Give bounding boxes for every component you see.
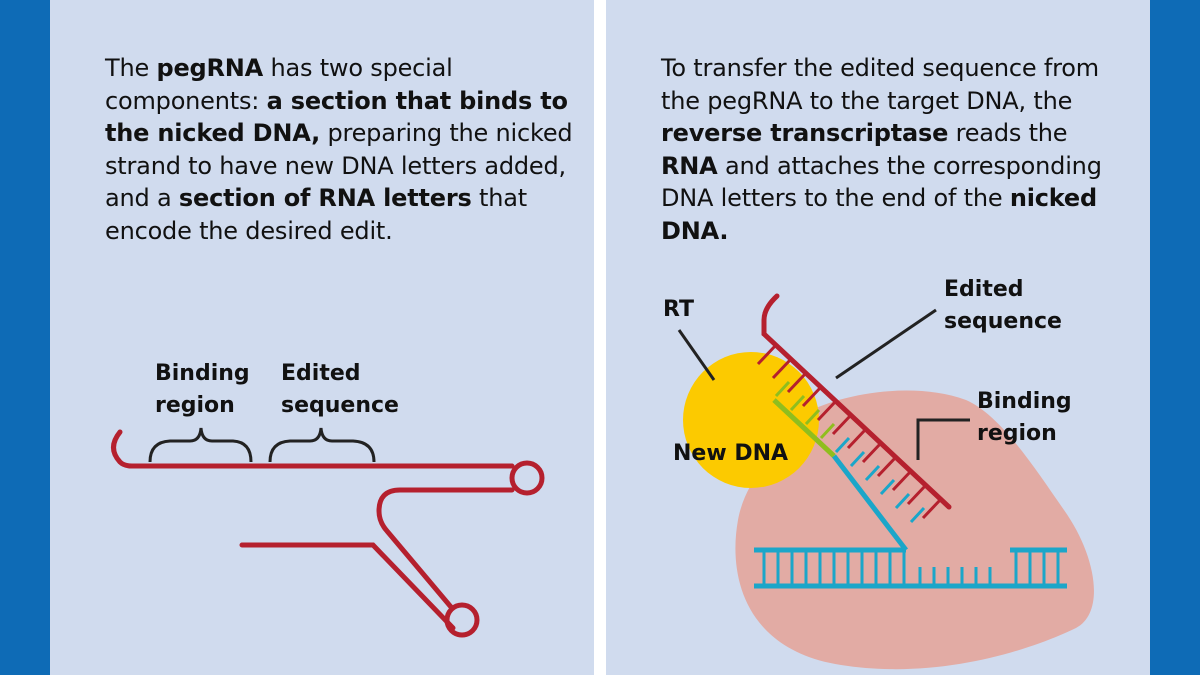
edited-sequence-pointer-line <box>835 308 937 380</box>
bold-text-run: nicked DNA. <box>661 184 1097 245</box>
rt-pointer-line <box>677 329 716 381</box>
pegrna-rna-strand <box>756 293 952 520</box>
text-run: reads the <box>948 119 1068 147</box>
bold-text-run: reverse transcriptase <box>661 119 949 147</box>
text-run: that encode the desired edit. <box>105 184 527 245</box>
edited-sequence-label-line1: Edited <box>944 277 1024 302</box>
bold-text-run: section of RNA letters <box>178 184 472 212</box>
edited-sequence-label-line2: sequence <box>281 393 399 418</box>
text-run: preparing the nicked strand to have new … <box>105 119 573 212</box>
edited-sequence-brace <box>268 427 376 463</box>
pegrna-strand <box>111 429 545 638</box>
rna-upper-strand <box>111 429 515 469</box>
cas9-body <box>735 390 1094 670</box>
left-side-bar <box>0 0 50 675</box>
right-panel: To transfer the edited sequence from the… <box>606 0 1150 675</box>
binding-region-label-line1: Binding <box>155 361 250 386</box>
edited-sequence-label-line2: sequence <box>944 309 1062 334</box>
rna-lower-loop <box>444 602 480 638</box>
pegrna-diagram: Binding region Edited sequence <box>111 361 545 638</box>
new-dna-label: New DNA <box>673 441 788 466</box>
new-dna-segment <box>772 380 836 458</box>
text-run: The <box>105 54 157 82</box>
bold-text-run: a section that binds to the nicked DNA, <box>105 86 568 148</box>
binding-region-label-line1: Binding <box>977 389 1072 414</box>
reverse-transcription-description: To transfer the edited sequence from the… <box>661 52 1131 247</box>
text-run: and attaches the corresponding DNA lette… <box>661 151 1102 213</box>
binding-region-label-line2: region <box>977 421 1057 446</box>
bold-text-run: pegRNA <box>156 54 264 82</box>
rna-upper-loop <box>509 460 545 496</box>
text-run: has two special components: <box>105 54 453 115</box>
binding-region-label-line2: region <box>155 393 235 418</box>
right-side-bar <box>1150 0 1200 675</box>
rna-stem <box>376 487 515 610</box>
nicked-dna-strand <box>832 436 926 552</box>
edited-sequence-label-line1: Edited <box>281 361 361 386</box>
bold-text-run: RNA <box>661 151 718 180</box>
left-panel: The pegRNA has two special components: a… <box>50 0 594 675</box>
text-run: To transfer the edited sequence from the… <box>661 54 1099 115</box>
target-dna-duplex <box>754 547 1067 589</box>
binding-region-brace <box>148 427 253 463</box>
pegrna-description: The pegRNA has two special components: a… <box>105 52 575 247</box>
binding-region-pointer <box>916 418 970 460</box>
rt-label: RT <box>663 297 694 322</box>
reverse-transcription-diagram: RT Edited sequence Binding region New DN… <box>663 277 1094 670</box>
nicked-dna-strand <box>239 542 456 631</box>
